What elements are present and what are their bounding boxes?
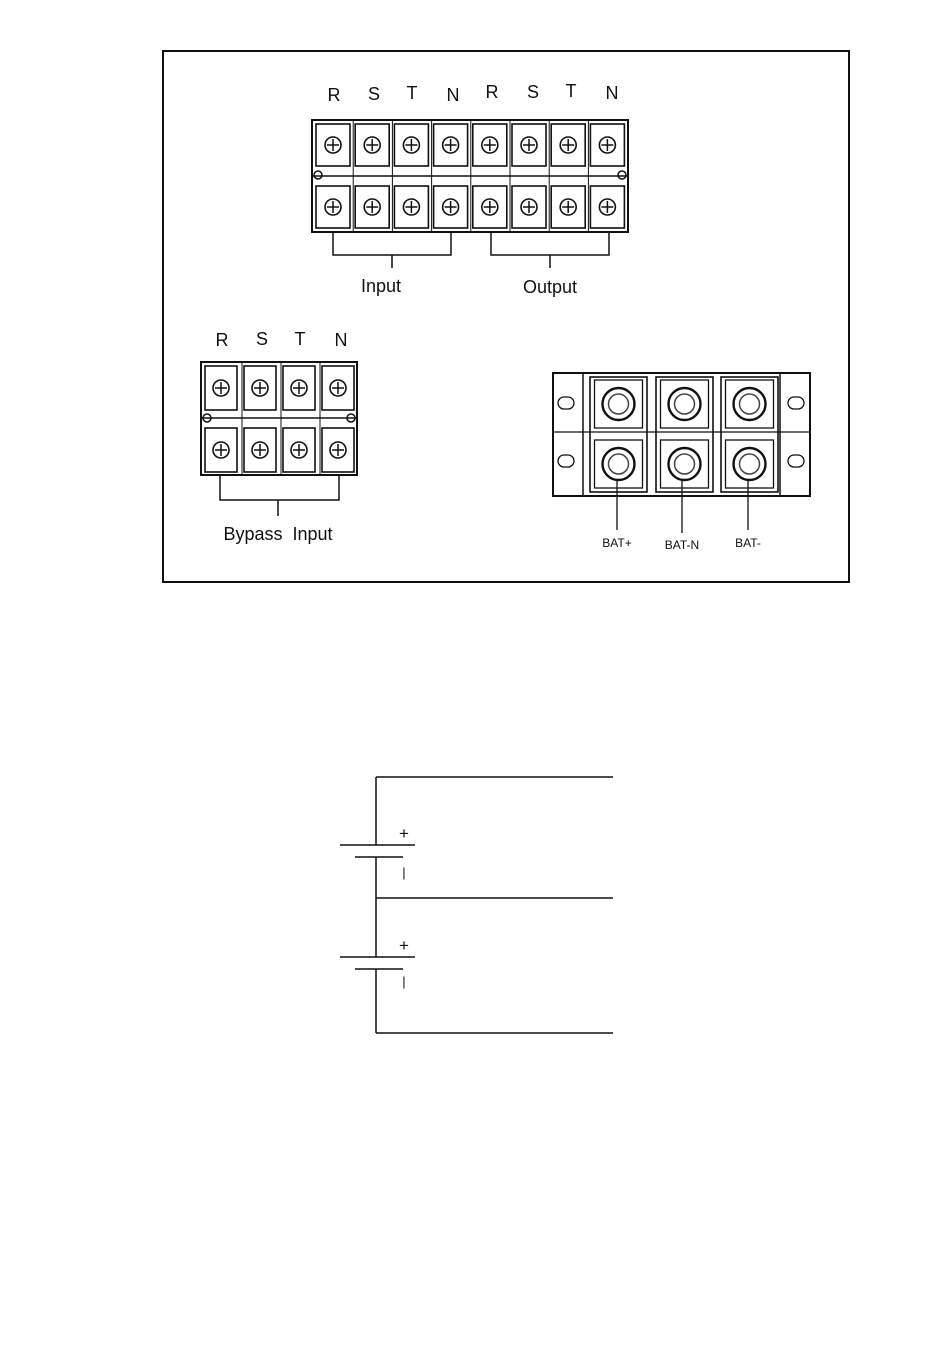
battery-stud-inner-icon xyxy=(740,394,760,414)
battery-stud-inner-icon xyxy=(675,454,695,474)
battery-stud-inner-icon xyxy=(609,394,629,414)
input-bracket xyxy=(333,233,451,268)
output-bracket xyxy=(491,233,609,268)
minus-symbol-bottom: | xyxy=(402,974,405,989)
plus-symbol-bottom: + xyxy=(399,936,409,955)
battery-terminal-block xyxy=(553,373,810,496)
main-label: S xyxy=(368,84,380,104)
bypass-label: S xyxy=(256,329,268,349)
main-terminal-block xyxy=(312,120,628,232)
main-label: T xyxy=(407,83,418,103)
bypass-label: T xyxy=(295,329,306,349)
main-terminal-labels: R S T N R S T N xyxy=(328,81,619,105)
main-label: T xyxy=(566,81,577,101)
main-label: N xyxy=(606,83,619,103)
main-label: S xyxy=(527,82,539,102)
battery-stud-inner-icon xyxy=(740,454,760,474)
plus-symbol-top: + xyxy=(399,824,409,843)
bypass-bracket xyxy=(220,476,339,516)
battery-stud-inner-icon xyxy=(675,394,695,414)
main-label: N xyxy=(447,85,460,105)
main-label: R xyxy=(486,82,499,102)
minus-symbol-top: | xyxy=(402,865,405,880)
bypass-input-label: Bypass Input xyxy=(223,524,332,544)
bat-minus-label: BAT- xyxy=(735,536,761,550)
input-label: Input xyxy=(361,276,401,296)
battery-stud-inner-icon xyxy=(609,454,629,474)
bypass-terminal-labels: R S T N xyxy=(216,329,348,350)
bypass-terminal-block xyxy=(201,362,357,475)
bat-n-label: BAT-N xyxy=(665,538,699,552)
bat-plus-label: BAT+ xyxy=(602,536,631,550)
output-label: Output xyxy=(523,277,577,297)
bypass-label: N xyxy=(335,330,348,350)
battery-schematic: + | + | xyxy=(340,777,613,1033)
bypass-label: R xyxy=(216,330,229,350)
main-label: R xyxy=(328,85,341,105)
